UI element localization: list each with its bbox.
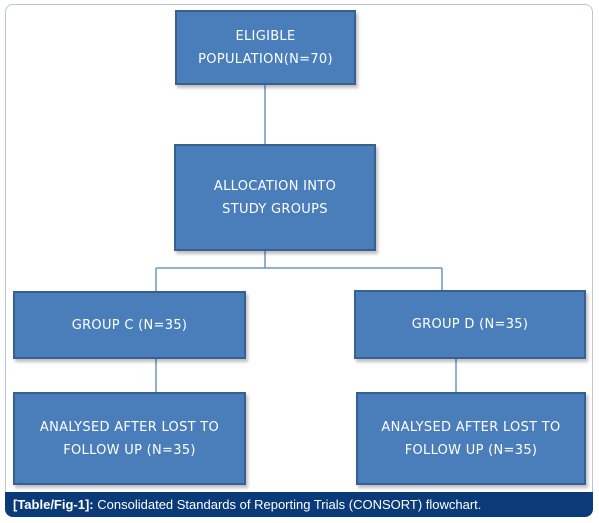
- eligible-line2: POPULATION(N=70): [198, 51, 333, 67]
- allocation-line1: ALLOCATION INTO: [213, 178, 337, 194]
- analysed-c-line1: ANALYSED AFTER LOST TO: [39, 419, 220, 435]
- group-d-label: GROUP D (N=35): [411, 317, 529, 332]
- analysed-c-box: ANALYSED AFTER LOST TO FOLLOW UP (N=35): [13, 392, 246, 485]
- analysed-d-line2: FOLLOW UP (N=35): [404, 442, 538, 458]
- analysed-c-line2: FOLLOW UP (N=35): [63, 442, 196, 458]
- analysed-d-box: ANALYSED AFTER LOST TO FOLLOW UP (N=35): [356, 392, 586, 485]
- caption-label: [Table/Fig-1]:: [13, 497, 94, 512]
- analysed-d-line1: ANALYSED AFTER LOST TO: [381, 419, 561, 435]
- group-d-box: GROUP D (N=35): [354, 290, 586, 359]
- eligible-population-box: ELIGIBLE POPULATION(N=70): [175, 10, 356, 85]
- allocation-line2: STUDY GROUPS: [222, 201, 328, 217]
- figure-caption: [Table/Fig-1]: Consolidated Standards of…: [5, 492, 593, 517]
- eligible-line1: ELIGIBLE: [235, 28, 296, 44]
- group-c-box: GROUP C (N=35): [13, 291, 246, 359]
- group-c-label: GROUP C (N=35): [71, 317, 188, 333]
- caption-text: Consolidated Standards of Reporting Tria…: [97, 497, 482, 512]
- allocation-box: ALLOCATION INTO STUDY GROUPS: [174, 144, 376, 251]
